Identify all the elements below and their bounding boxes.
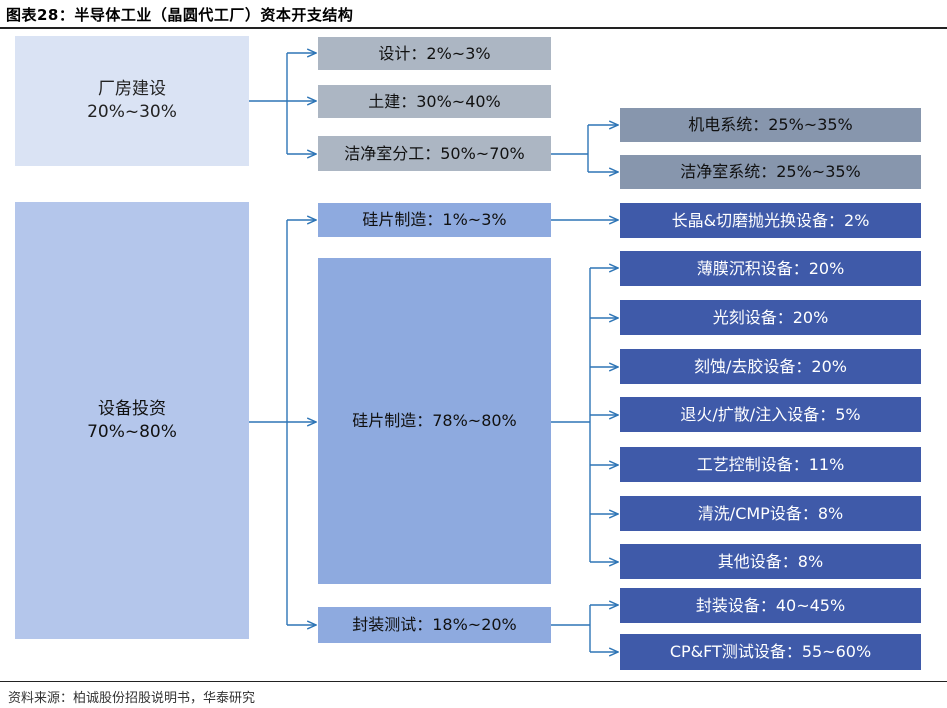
node-mep-system: 机电系统：25%~35%	[620, 108, 921, 142]
node-crystal-growth-equipment: 长晶&切磨抛光换设备：2%	[620, 203, 921, 238]
title-rule	[0, 27, 947, 29]
footer-rule	[0, 681, 947, 682]
node-design: 设计：2%~3%	[318, 37, 551, 70]
node-anneal-diffusion-implant-equipment: 退火/扩散/注入设备：5%	[620, 397, 921, 432]
node-factory-name: 厂房建设	[97, 79, 166, 100]
node-packaging-testing: 封装测试：18%~20%	[318, 607, 551, 643]
node-civil-works: 土建：30%~40%	[318, 85, 551, 118]
node-equipment-share: 70%~80%	[87, 421, 177, 442]
node-factory-construction: 厂房建设 20%~30%	[15, 36, 249, 166]
node-wafer-manufacturing-main: 硅片制造：78%~80%	[318, 258, 551, 584]
node-factory-share: 20%~30%	[87, 102, 177, 122]
node-other-equipment: 其他设备：8%	[620, 544, 921, 579]
node-lithography-equipment: 光刻设备：20%	[620, 300, 921, 335]
node-etch-equipment: 刻蚀/去胶设备：20%	[620, 349, 921, 384]
node-wafer-manufacturing-small: 硅片制造：1%~3%	[318, 203, 551, 237]
node-equipment-name: 设备投资	[97, 398, 166, 419]
node-cp-ft-test-equipment: CP&FT测试设备：55~60%	[620, 634, 921, 670]
node-packaging-equipment: 封装设备：40~45%	[620, 588, 921, 623]
node-cleanroom-subcontract: 洁净室分工：50%~70%	[318, 136, 551, 171]
source-note: 资料来源：柏诚股份招股说明书，华泰研究	[8, 691, 256, 706]
node-cleaning-cmp-equipment: 清洗/CMP设备：8%	[620, 496, 921, 531]
node-cleanroom-system: 洁净室系统：25%~35%	[620, 155, 921, 189]
node-equipment-investment: 设备投资 70%~80%	[15, 202, 249, 639]
node-deposition-equipment: 薄膜沉积设备：20%	[620, 251, 921, 286]
node-process-control-equipment: 工艺控制设备：11%	[620, 447, 921, 482]
figure-title: 图表28：半导体工业（晶圆代工厂）资本开支结构	[6, 6, 354, 24]
